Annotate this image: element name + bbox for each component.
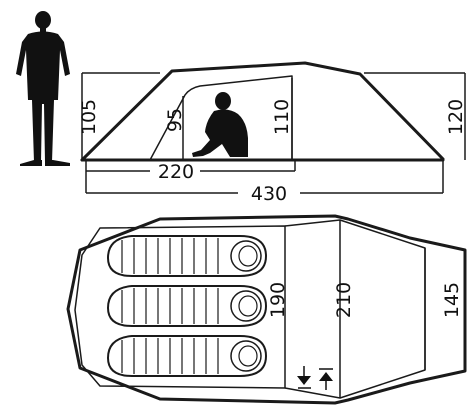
sleeping-bags <box>106 235 268 377</box>
side-view-dimension-lines <box>81 72 466 194</box>
dim-210-label: 210 <box>333 282 355 318</box>
dim-95-label: 95 <box>164 108 186 132</box>
dim-190-label: 190 <box>267 282 289 318</box>
dim-105-label: 105 <box>78 99 100 135</box>
entrance-arrows-icon <box>297 366 333 390</box>
sleeping-bag-icon <box>106 235 268 277</box>
sleeping-bag-icon <box>106 335 268 377</box>
side-view-tent <box>80 61 445 162</box>
sleeping-bag-icon <box>106 285 268 327</box>
dim-145-label: 145 <box>441 282 463 318</box>
dim-430-label: 430 <box>251 183 287 205</box>
floor-plan <box>66 214 467 405</box>
dim-220-label: 220 <box>158 161 194 183</box>
dim-120-label: 120 <box>445 99 467 135</box>
standing-person-icon <box>16 11 70 166</box>
sitting-person-icon <box>192 92 248 157</box>
dim-110-label: 110 <box>271 99 293 135</box>
